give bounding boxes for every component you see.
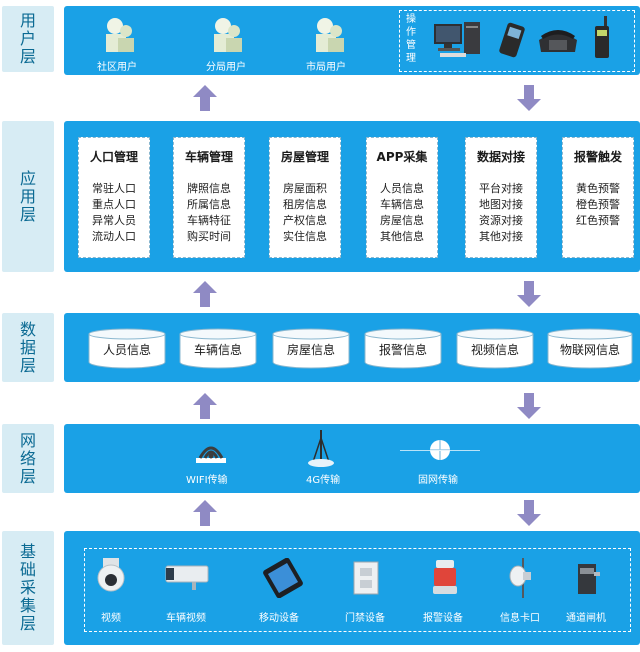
wifi-label: WIFI传输 (186, 475, 228, 486)
community-user-icon (106, 18, 134, 52)
database-housing-info: 房屋信息 (272, 328, 350, 369)
database-video-info: 视频信息 (456, 328, 534, 369)
mobile-phone-icon (499, 22, 525, 58)
base-layer-band (64, 531, 640, 645)
dome-camera-icon (97, 558, 125, 592)
database-alarm-info: 报警信息 (364, 328, 442, 369)
device-label-access: 门禁设备 (345, 613, 385, 624)
desk-phone-icon (539, 30, 577, 52)
database-person-info: 人员信息 (88, 328, 166, 369)
up-arrow-icon (193, 393, 217, 419)
database-vehicle-info: 车辆信息 (179, 328, 257, 369)
branch-user-icon (214, 18, 242, 52)
app-column-vehicle: 车辆管理 牌照信息 所属信息 车辆特征 购买时间 (173, 137, 245, 258)
city-user-label: 市局用户 (306, 62, 346, 73)
down-arrow-icon (517, 85, 541, 111)
layer-label-data: 数 据 层 (2, 313, 54, 382)
mobile-device-icon (263, 558, 303, 598)
down-arrow-icon (517, 500, 541, 526)
layer-label-base: 基 础 采 集 层 (2, 531, 54, 645)
down-arrow-icon (517, 393, 541, 419)
up-arrow-icon (193, 281, 217, 307)
app-column-housing: 房屋管理 房屋面积 租房信息 产权信息 实住信息 (269, 137, 341, 258)
device-label-checkpoint: 信息卡口 (500, 613, 540, 624)
device-label-mobile: 移动设备 (259, 613, 299, 624)
device-label-video: 视频 (101, 613, 121, 624)
base-device-box (84, 548, 631, 632)
tower-icon (308, 430, 334, 467)
layer-label-network: 网 络 层 (2, 424, 54, 493)
alarm-device-icon (433, 560, 457, 594)
app-column-app-collect: APP采集 人员信息 车辆信息 房屋信息 其他信息 (366, 137, 438, 258)
operation-label: 操 作 管 理 (406, 14, 416, 64)
walkie-talkie-icon (595, 16, 609, 58)
vehicle-camera-icon (165, 565, 209, 590)
computer-icon (434, 22, 480, 57)
app-column-population: 人口管理 常驻人口 重点人口 异常人员 流动人口 (78, 137, 150, 258)
layer-label-app: 应 用 层 (2, 121, 54, 272)
layer-label-user: 用 户 层 (2, 6, 54, 72)
community-user-label: 社区用户 (97, 62, 137, 73)
up-arrow-icon (193, 85, 217, 111)
device-label-turnstile: 通道闸机 (566, 613, 606, 624)
turnstile-icon (578, 564, 600, 594)
access-control-icon (353, 561, 379, 595)
down-arrow-icon (517, 281, 541, 307)
fixed-network-line (400, 450, 480, 451)
fixed-network-label: 固网传输 (418, 475, 458, 486)
app-column-data-docking: 数据对接 平台对接 地图对接 资源对接 其他对接 (465, 137, 537, 258)
wifi-icon (196, 446, 226, 463)
app-column-alarm: 报警触发 黄色预警 橙色预警 红色预警 (562, 137, 634, 258)
up-arrow-icon (193, 500, 217, 526)
4g-label: 4G传输 (306, 475, 341, 486)
city-user-icon (316, 18, 344, 52)
device-label-vehicle-video: 车辆视频 (166, 613, 206, 624)
app-layer-band (64, 121, 640, 272)
database-iot-info: 物联网信息 (547, 328, 633, 369)
checkpoint-icon (509, 558, 531, 598)
network-layer-band (64, 424, 640, 493)
device-label-alarm: 报警设备 (423, 613, 463, 624)
operation-box (399, 10, 635, 72)
branch-user-label: 分局用户 (206, 62, 246, 73)
